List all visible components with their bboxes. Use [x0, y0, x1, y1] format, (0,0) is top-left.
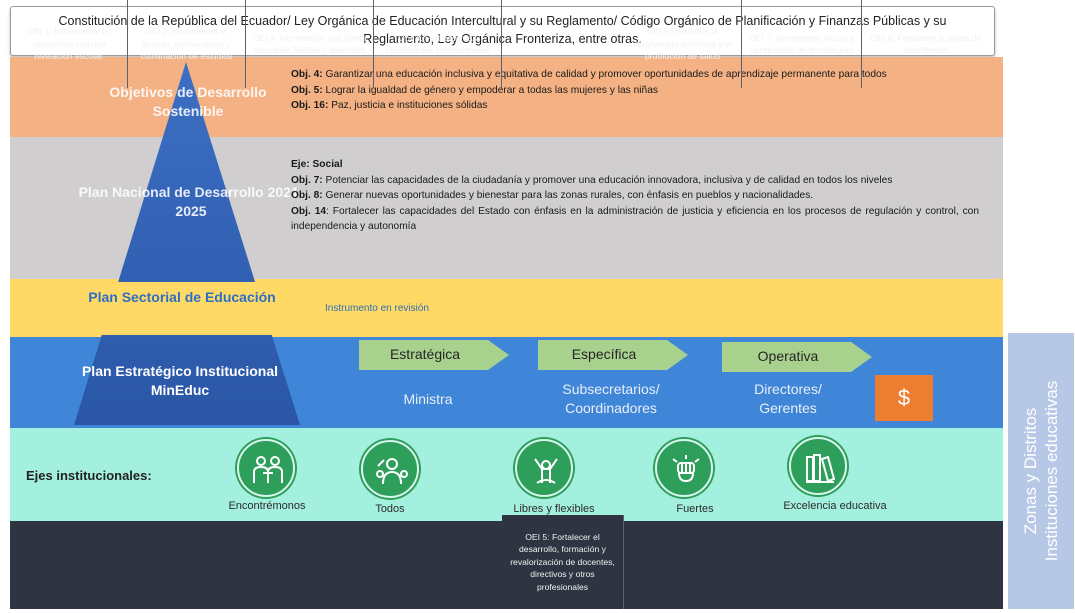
budget-dollar-icon: $: [875, 375, 933, 421]
pnd-objective: Obj. 7: Potenciar las capacidades de la …: [291, 173, 979, 189]
eje-label-encontremonos: Encontrémonos: [228, 500, 306, 512]
eje-label-fuertes: Fuertes: [676, 503, 714, 515]
side-panel-line-1: Zonas y Distritos: [1021, 407, 1040, 535]
oei-cell-6: OEI 6:Promover la convivencia armónica y…: [624, 0, 742, 88]
stage-actor-directors: Directores/ Gerentes: [754, 381, 822, 416]
objective-text: Lograr la igualdad de género y empoderar…: [322, 84, 658, 96]
oei-cell-2: OEI 2: Incrementar el acceso, permanenci…: [128, 0, 246, 88]
stage-chevron-strategic: Estratégica: [359, 340, 509, 370]
pnd-objective: Obj. 8: Generar nuevas oportunidades y b…: [291, 188, 979, 204]
ods-objective: Obj. 5: Lograr la igualdad de género y e…: [291, 83, 977, 99]
objective-text: Garantizar una educación inclusiva y equ…: [322, 69, 887, 80]
eje-label-todos: Todos: [375, 503, 405, 515]
side-panel-line-2: Instituciones educativas: [1042, 380, 1061, 562]
pse-label: Plan Sectorial de Educación: [88, 289, 276, 305]
oei-cell-5: OEI 5: Fortalecer el desarrollo, formaci…: [502, 515, 624, 609]
side-panel: [1008, 333, 1074, 609]
pnd-label: Plan Nacional de Desarrollo 2021-2025: [78, 184, 304, 219]
books-icon: [789, 437, 847, 495]
strong-fist-icon: [655, 439, 713, 497]
pse-note: Instrumento en revisión: [325, 303, 429, 314]
objective-text: Potenciar las capacidades de la ciudadan…: [322, 174, 893, 186]
stage-chevron-operative: Operativa: [722, 342, 872, 372]
pei-label: Plan Estratégico Institucional MinEduc: [81, 363, 279, 398]
teacher-students-icon: [361, 440, 419, 498]
objective-code: Obj. 16:: [291, 100, 329, 111]
ods-label: Objetivos de Desarrollo Sostenible: [109, 84, 267, 119]
objective-code: Obj. 7:: [291, 174, 323, 186]
stage-chevron-specific: Específica: [538, 340, 688, 370]
ods-objective: Obj. 16: Paz, justicia e instituciones s…: [291, 98, 977, 114]
side-panel-text: Zonas y Distritos Instituciones educativ…: [1020, 331, 1062, 611]
oei-cell-7: OEI 7: Incrementar el uso y apropiación …: [742, 0, 862, 88]
ejes-title: Ejes institucionales:: [26, 468, 152, 483]
objective-code: Obj. 8:: [291, 190, 323, 201]
ods-objective: Obj. 4: Garantizar una educación inclusi…: [291, 67, 977, 83]
objective-code: Obj. 4:: [291, 69, 323, 80]
objective-text: : Fortalecer las capacidades del Estado …: [291, 205, 979, 233]
stage-actor-undersecretaries: Subsecretarios/ Coordinadores: [562, 381, 660, 416]
objective-text: Paz, justicia e instituciones sólidas: [328, 100, 488, 111]
objective-code: Obj. 5:: [291, 84, 323, 96]
pnd-objective: Obj. 14: Fortalecer las capacidades del …: [291, 204, 979, 235]
pnd-axis-text: Eje: Social: [291, 159, 343, 170]
pnd-axis: Eje: Social: [291, 157, 979, 173]
oei-cell-4: OEI 4: Fortalecer las capacidades instit…: [374, 0, 502, 88]
legal-framework-text: Constitución de la República del Ecuador…: [58, 14, 947, 46]
ods-objectives: Obj. 4: Garantizar una educación inclusi…: [291, 67, 977, 114]
oei-cell-3: OEI 3: Incrementar una oferta educativa …: [246, 0, 374, 88]
objective-code: Obj. 14: [291, 205, 327, 217]
pnd-objectives: Eje: Social Obj. 7: Potenciar las capaci…: [291, 157, 979, 235]
people-together-icon: [237, 439, 295, 497]
eje-label-excelencia: Excelencia educativa: [783, 500, 887, 512]
free-person-icon: [515, 439, 573, 497]
eje-label-libres: Libres y flexibles: [513, 503, 595, 515]
objective-text: Generar nuevas oportunidades y bienestar…: [322, 190, 814, 201]
oei-cell-1: OEI 1: Incrementar la reinserción con un…: [10, 0, 128, 88]
oei-cell-8: OEI 8: Fortalecer la oferta de bachiller…: [870, 32, 982, 56]
stage-actor-minister: Ministra: [403, 391, 453, 407]
legal-framework-box: Constitución de la República del Ecuador…: [10, 6, 995, 56]
